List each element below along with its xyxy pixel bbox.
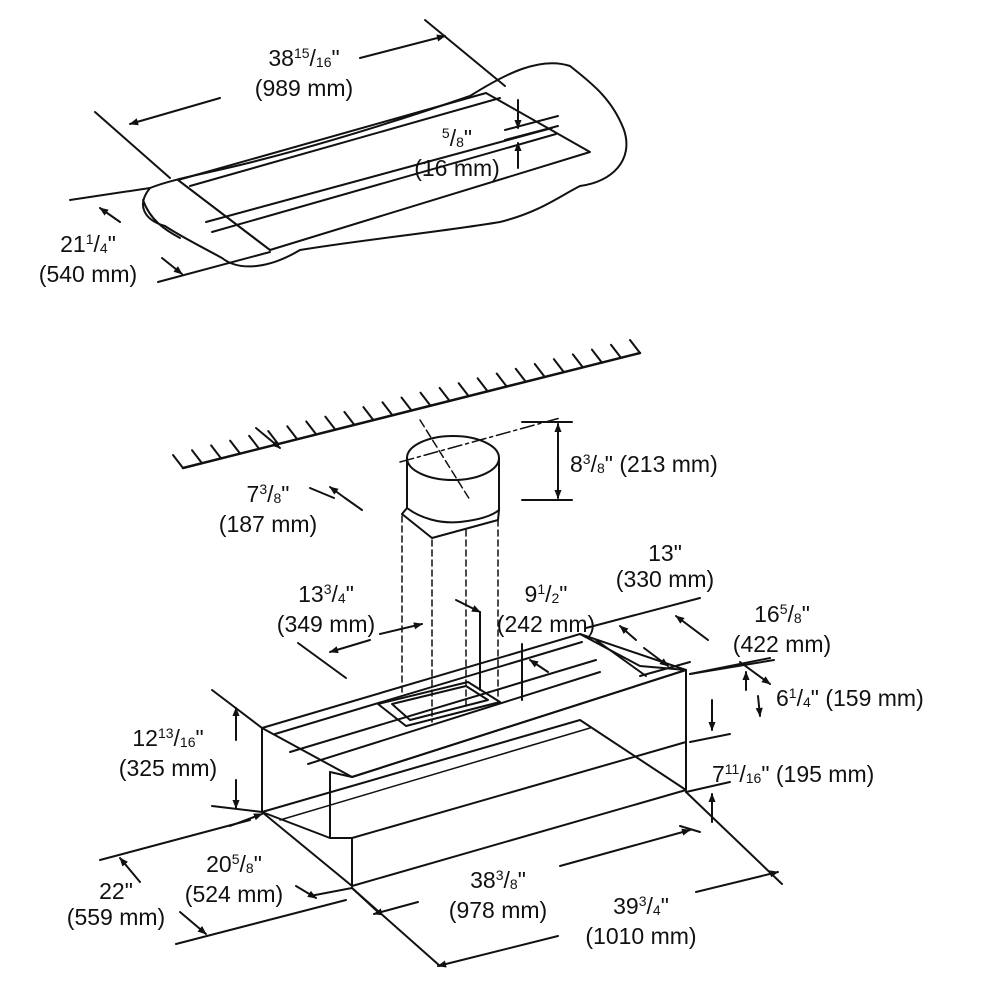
dim-upper-height: 61/4" (159 mm)	[776, 685, 924, 711]
ceiling-hatch-mark	[629, 339, 641, 354]
upper-height-dimension	[689, 657, 771, 743]
dim-front-section-depth: 165/8" (422 mm)	[732, 601, 832, 657]
duct-bottom-curve	[406, 507, 500, 524]
duct-centerline-a	[419, 419, 471, 501]
ceiling-hatch-mark	[248, 434, 261, 450]
ceiling-hatch-mark	[571, 353, 584, 369]
duct-opening-outer	[377, 681, 501, 727]
overall-height-dimension	[211, 689, 263, 813]
slab-thickness	[142, 199, 181, 239]
slab-outline	[142, 62, 628, 268]
duct	[399, 417, 561, 723]
hood-top-edge	[274, 641, 583, 735]
dim-cutout-depth: 211/4" (540 mm)	[38, 231, 138, 287]
ceiling-hatch-mark	[210, 444, 223, 460]
hood-front-lip	[579, 633, 687, 671]
cutout-width-dimension	[94, 19, 506, 179]
ceiling-hatch-mark	[552, 358, 565, 374]
rear-section-depth-dimension	[585, 597, 701, 677]
duct-centerline-b	[399, 417, 561, 463]
duct-opening-inner	[391, 685, 489, 721]
ceiling-hatch-mark	[381, 401, 394, 417]
ceiling-hatch-mark	[438, 386, 451, 402]
dim-cutout-lip: 5/8" (16 mm)	[414, 125, 500, 181]
hood-body	[261, 633, 687, 887]
hood-bottom-back	[261, 719, 687, 813]
ceiling-hatch-mark	[514, 367, 527, 383]
overall-width-dimension	[351, 791, 783, 968]
duct-sides	[406, 457, 500, 511]
dim-overall-height: 1213/16" (325 mm)	[118, 725, 218, 781]
dim-duct-height: 83/8" (213 mm)	[570, 451, 718, 477]
ceiling-hatch-mark	[495, 372, 508, 388]
ceiling-hatch-mark	[419, 391, 432, 407]
ceiling-hatch-mark	[286, 425, 299, 441]
cutout-depth-dimension	[69, 187, 271, 283]
dim-rear-section-depth: 13" (330 mm)	[615, 540, 715, 592]
ceiling-hatch-mark	[362, 406, 375, 422]
ceiling-hatch-mark	[172, 454, 184, 469]
hood-front-slant	[351, 669, 687, 839]
ceiling-hatch-mark	[457, 382, 470, 398]
hood-bottom-left	[261, 811, 353, 887]
ceiling-hatch-mark	[400, 396, 413, 412]
ceiling-hatch-mark	[590, 348, 603, 364]
dim-overall-width: 393/4" (1010 mm)	[585, 893, 697, 949]
duct-offset-side-dimension	[297, 622, 423, 679]
cutout-left-edge	[177, 179, 271, 251]
dim-lower-height: 711/16" (195 mm)	[712, 761, 875, 787]
duct-transition	[401, 507, 500, 539]
hood-front-slant-left	[329, 771, 353, 778]
hood-top	[261, 633, 687, 778]
ceiling-hatch-mark	[343, 410, 356, 426]
dim-duct-offset-side: 133/4" (349 mm)	[276, 581, 376, 637]
dim-inner-depth: 205/8" (524 mm)	[184, 851, 284, 907]
hood-divider	[595, 639, 647, 677]
duct-height-dimension	[521, 421, 573, 501]
duct-diameter-dimension	[255, 427, 363, 511]
dim-cutout-width: 3815/16" (989 mm)	[254, 45, 354, 101]
hood-top-edge-3	[307, 671, 601, 765]
ceiling-hatch-mark	[609, 343, 622, 359]
ceiling-hatch-mark	[305, 420, 318, 436]
cutout-lip-dimension	[504, 99, 559, 169]
hood-bottom-filter	[279, 727, 591, 821]
dim-inner-width: 383/8" (978 mm)	[448, 867, 548, 923]
ceiling-hatch-marks	[172, 339, 641, 469]
hood-front-left	[329, 771, 353, 839]
ceiling-hatch-mark	[476, 377, 489, 393]
cutout-lip-line	[189, 97, 501, 187]
dim-duct-diameter: 73/8" (187 mm)	[218, 481, 318, 537]
hood-top-edge-2	[289, 659, 597, 753]
duct-offset-back-dimension	[455, 599, 549, 701]
overall-depth-dimension	[99, 819, 347, 945]
dim-duct-offset-back: 91/2" (242 mm)	[496, 581, 596, 637]
ceiling-hatch	[172, 339, 642, 470]
cutout-inner-line-2	[211, 133, 557, 233]
ceiling-hatch-mark	[229, 439, 242, 455]
ceiling-hatch-mark	[324, 415, 337, 431]
cutout-slab	[142, 62, 628, 268]
dim-overall-depth: 22" (559 mm)	[66, 878, 166, 930]
ceiling-hatch-mark	[191, 449, 204, 465]
cutout-inner-line	[205, 127, 553, 223]
ceiling-hatch-mark	[533, 362, 546, 378]
